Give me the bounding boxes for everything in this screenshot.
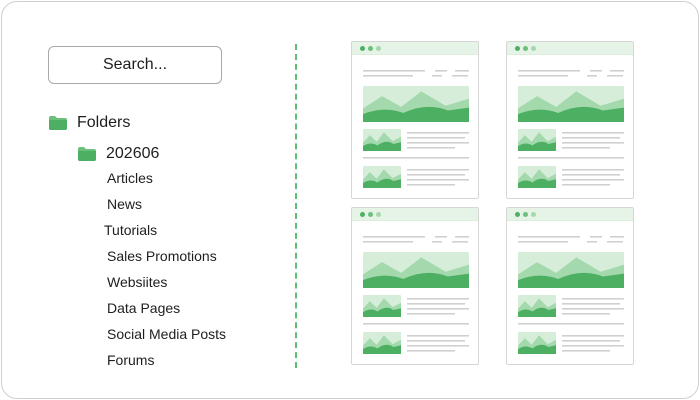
search-input[interactable]: Search... [48, 46, 222, 84]
window-dot-icon [360, 46, 365, 51]
webpage-thumbnail-icon [363, 70, 469, 188]
window-dot-icon [515, 46, 520, 51]
browser-bar [507, 42, 633, 55]
webpage-thumbnail-icon [518, 236, 624, 354]
webpage-thumbnail-2[interactable] [506, 41, 634, 199]
webpage-thumbnail-3[interactable] [351, 207, 479, 365]
window-dot-icon [368, 46, 373, 51]
window-dot-icon [523, 212, 528, 217]
window-dot-icon [531, 212, 536, 217]
webpage-thumbnail-4[interactable] [506, 207, 634, 365]
browser-bar [507, 208, 633, 221]
folder-item-articles[interactable]: Articles [107, 170, 153, 186]
folder-item-sales-promotions[interactable]: Sales Promotions [107, 248, 217, 264]
webpage-thumbnail-icon [363, 236, 469, 354]
folder-item-websites[interactable]: Websiites [107, 274, 168, 290]
folder-root[interactable]: Folders [48, 113, 130, 133]
folder-item-tutorials[interactable]: Tutorials [104, 222, 158, 238]
folder-202606-label: 202606 [106, 145, 160, 162]
window-dot-icon [376, 46, 381, 51]
browser-bar [352, 208, 478, 221]
browser-bar [352, 42, 478, 55]
folder-icon [49, 116, 67, 130]
dashed-divider [295, 44, 297, 368]
folder-root-label: Folders [77, 114, 131, 131]
folder-item-news[interactable]: News [107, 196, 143, 212]
folder-202606[interactable]: 202606 [77, 144, 159, 164]
webpage-thumbnail-1[interactable] [351, 41, 479, 199]
window-dot-icon [523, 46, 528, 51]
window-dot-icon [531, 46, 536, 51]
folder-item-forums[interactable]: Forums [107, 352, 155, 368]
folder-icon [78, 147, 96, 161]
folder-item-social-media-posts[interactable]: Social Media Posts [107, 326, 227, 342]
folder-item-data-pages[interactable]: Data Pages [107, 300, 181, 316]
webpage-thumbnail-icon [518, 70, 624, 188]
window-dot-icon [360, 212, 365, 217]
window-dot-icon [376, 212, 381, 217]
window-dot-icon [515, 212, 520, 217]
window-dot-icon [368, 212, 373, 217]
